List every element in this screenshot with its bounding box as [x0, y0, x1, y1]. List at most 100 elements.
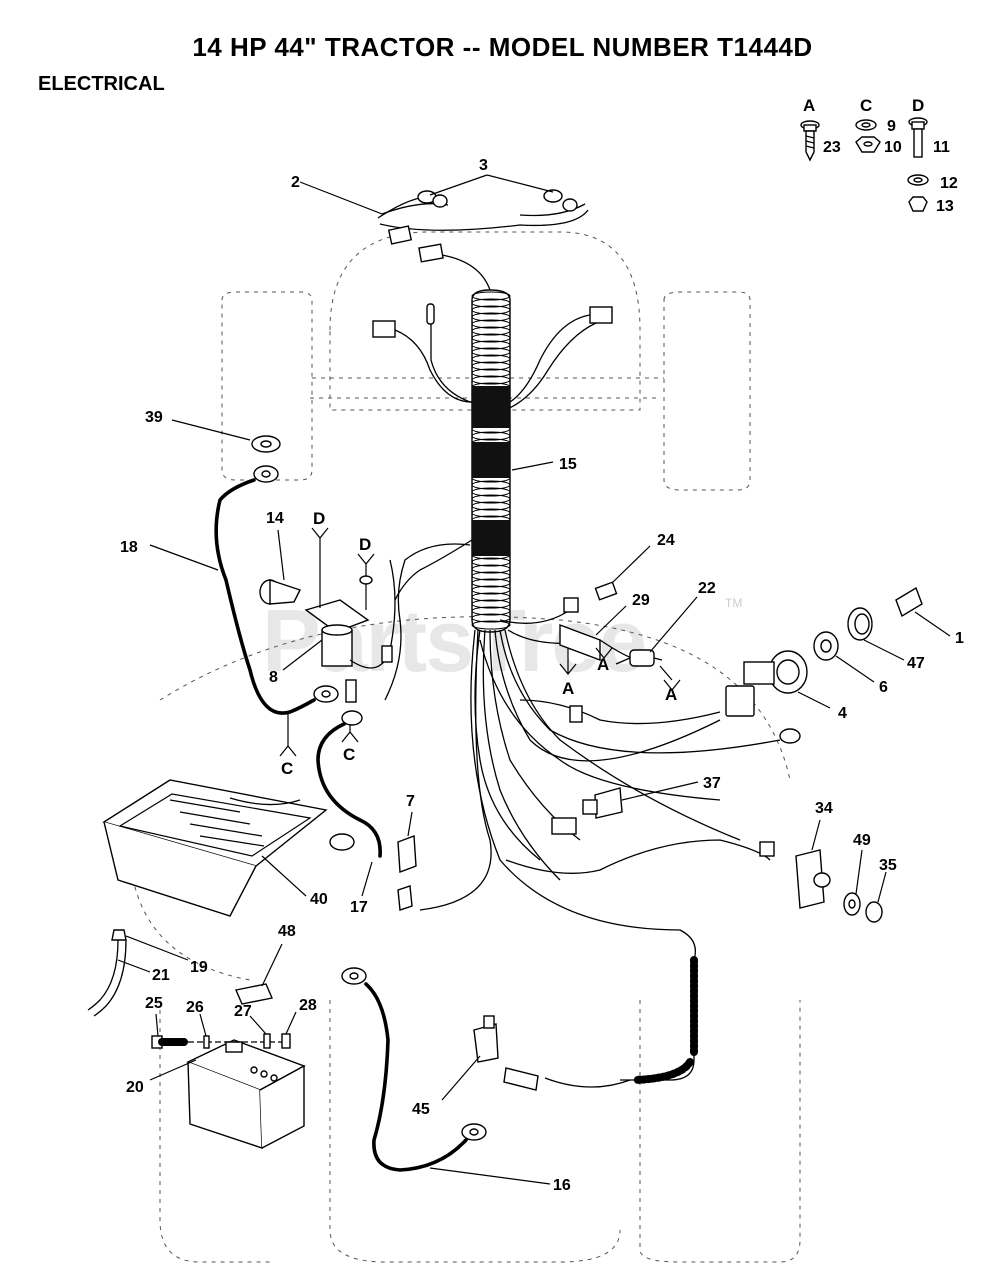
coil-ring	[471, 354, 511, 364]
callout-22: 22	[698, 580, 716, 597]
ref-a-2: A	[597, 655, 609, 674]
callout-23: 23	[823, 139, 841, 156]
coil-ring	[471, 620, 511, 630]
callout-13: 13	[936, 198, 954, 215]
ref-a-1: A	[562, 679, 574, 698]
ref-a-3: A	[665, 685, 677, 704]
relay-bracket-29	[559, 605, 627, 662]
coil-ring	[471, 340, 511, 350]
callout-35: 35	[879, 857, 897, 874]
connector-icon	[759, 841, 775, 857]
washer-27	[263, 1033, 271, 1049]
callout-10: 10	[884, 139, 902, 156]
hardware-ref-d-right	[357, 553, 375, 610]
coil-ring	[471, 592, 511, 602]
connector-icon	[418, 243, 444, 263]
callout-9: 9	[887, 118, 896, 135]
coil-ring	[471, 375, 511, 385]
fuse-holder-icon	[426, 303, 435, 325]
coil-ring	[471, 319, 511, 329]
coil-ring	[471, 298, 511, 308]
connector-icon	[589, 306, 613, 324]
terminal-boot-14	[259, 529, 301, 605]
switch-7	[397, 811, 417, 911]
terminal-cover-48	[235, 943, 283, 1005]
connector-icon	[563, 597, 579, 613]
callout-17: 17	[350, 899, 368, 916]
coil-ring	[471, 557, 511, 567]
callout-4: 4	[838, 705, 847, 722]
ring-terminal-icon	[779, 728, 801, 744]
vent-fitting-19	[111, 929, 189, 961]
relay-37	[582, 781, 699, 819]
coil-ring	[471, 599, 511, 609]
mount-bracket-1	[895, 586, 951, 637]
callout-1: 1	[955, 630, 964, 647]
legend-letter-c: C	[860, 96, 872, 115]
switch-bezel-47	[847, 607, 905, 661]
callout-6: 6	[879, 679, 888, 696]
terminal-bolt-25	[151, 1013, 190, 1049]
coil-ring	[471, 368, 511, 378]
ring-terminal-icon	[329, 833, 355, 851]
connector-icon	[569, 705, 583, 723]
section-label: ELECTRICAL	[38, 73, 165, 95]
callout-25: 25	[145, 995, 163, 1012]
ring-terminal-icon	[341, 710, 363, 726]
cable-17	[316, 710, 382, 897]
coil-ring	[471, 326, 511, 336]
ignition-switch-4	[725, 650, 831, 717]
fuse-24	[594, 545, 651, 601]
coil-ring	[471, 480, 511, 490]
callout-49: 49	[853, 832, 871, 849]
fuse-icon	[594, 581, 618, 601]
callout-28: 28	[299, 997, 317, 1014]
callout-27: 27	[234, 1003, 252, 1020]
callout-24: 24	[657, 532, 675, 549]
connector-icon	[503, 1067, 539, 1091]
legend-letter-a: A	[803, 96, 815, 115]
callout-47: 47	[907, 655, 925, 672]
screw-icon	[800, 120, 820, 162]
coil-ring	[471, 333, 511, 343]
connector-icon	[372, 320, 396, 338]
callout-7: 7	[406, 793, 415, 810]
battery-terminal-icon	[225, 1041, 243, 1053]
coil-ring	[471, 487, 511, 497]
hardware-ref-c-right	[341, 724, 359, 743]
callout-19: 19	[190, 959, 208, 976]
headlight-bulb-icon	[543, 189, 563, 203]
callout-8: 8	[269, 669, 278, 686]
connector-icon	[725, 685, 755, 717]
connector-icon	[397, 885, 413, 911]
switch-nut-6	[813, 631, 875, 683]
ref-d-1: D	[313, 509, 325, 528]
coil-ring	[471, 564, 511, 574]
bolt-icon	[908, 117, 928, 158]
coil-ring	[471, 578, 511, 588]
connector-icon	[551, 817, 577, 835]
seat-switch-45	[441, 1015, 539, 1101]
legend-letter-d: D	[912, 96, 924, 115]
callout-29: 29	[632, 592, 650, 609]
cable-16	[341, 967, 551, 1185]
hardware-ref-d-left	[311, 527, 329, 608]
coil-ring	[471, 494, 511, 504]
callout-2: 2	[291, 174, 300, 191]
ref-d-2: D	[359, 535, 371, 554]
switch-34	[759, 819, 831, 909]
coil-ring	[471, 508, 511, 518]
callout-12: 12	[940, 175, 958, 192]
coil-ring	[471, 291, 511, 301]
hardware-ref-c-left	[279, 712, 297, 757]
washer-26	[203, 1035, 210, 1049]
coil-ring	[471, 312, 511, 322]
coil-ring	[471, 431, 511, 441]
callout-26: 26	[186, 999, 204, 1016]
cable-18	[149, 465, 339, 715]
battery-20	[149, 1039, 306, 1149]
callout-11: 11	[933, 139, 950, 156]
callout-48: 48	[278, 923, 296, 940]
coil-ring	[471, 571, 511, 581]
